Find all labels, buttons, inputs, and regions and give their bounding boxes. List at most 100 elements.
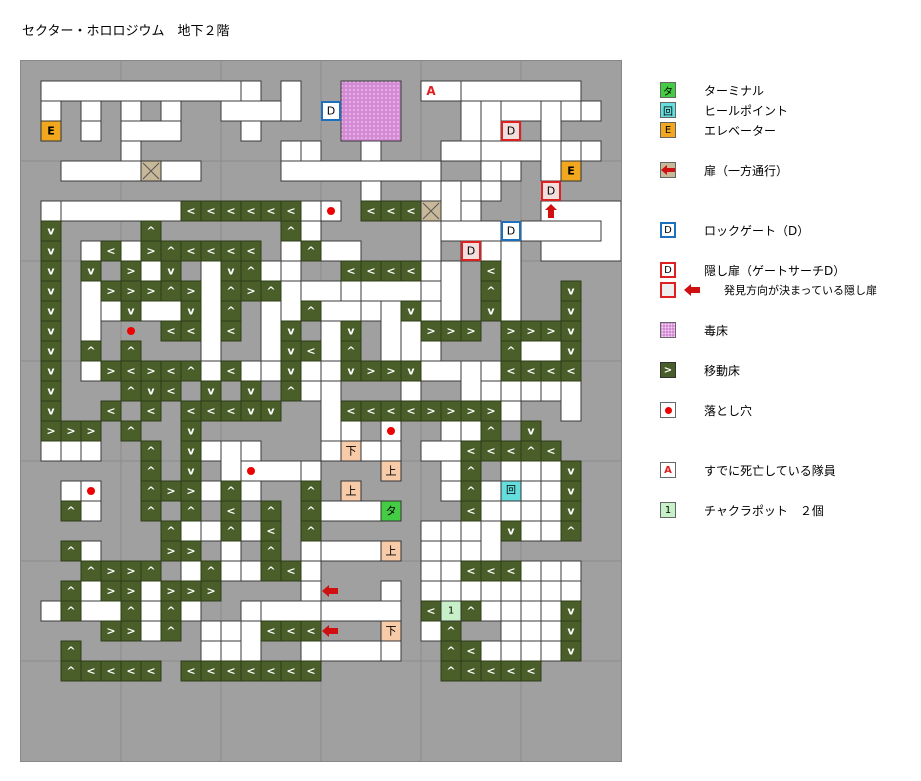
moving-floor-arrow: < (506, 565, 515, 578)
moving-floor-arrow: ^ (466, 605, 475, 618)
moving-floor-tile (200, 580, 222, 602)
chakra-pot-icon: 1 (660, 502, 676, 518)
moving-floor-arrow: ^ (166, 605, 175, 618)
moving-floor-arrow: < (106, 665, 115, 678)
moving-floor-arrow: > (126, 625, 135, 638)
moving-floor-arrow: < (126, 665, 135, 678)
floor-tile (200, 620, 222, 642)
elevator (560, 160, 582, 182)
moving-floor-arrow: v (127, 305, 135, 318)
moving-floor-arrow: v (567, 345, 575, 358)
floor-tile (540, 580, 562, 602)
moving-floor-arrow: < (266, 205, 275, 218)
pitfall-marker (247, 467, 255, 475)
moving-floor-tile (540, 440, 562, 462)
floor-tile (40, 80, 242, 102)
pitfall-marker (127, 327, 135, 335)
floor-tile (540, 600, 562, 622)
pitfall-icon (660, 402, 676, 418)
moving-floor-arrow: > (66, 425, 75, 438)
moving-floor-tile (520, 660, 542, 682)
moving-floor-arrow: < (206, 405, 215, 418)
moving-floor-tile (280, 380, 302, 402)
moving-floor-arrow: < (126, 365, 135, 378)
moving-floor-arrow: ^ (266, 285, 275, 298)
moving-floor-arrow: > (386, 365, 395, 378)
moving-floor-arrow: > (186, 585, 195, 598)
moving-floor-arrow: > (186, 545, 195, 558)
floor-tile (520, 500, 542, 522)
moving-floor-arrow: < (146, 665, 155, 678)
moving-floor-arrow: ^ (266, 505, 275, 518)
moving-floor-arrow: ^ (306, 525, 315, 538)
moving-floor-arrow: ^ (306, 485, 315, 498)
moving-floor-icon: > (660, 362, 676, 378)
moving-floor-arrow: ^ (566, 525, 575, 538)
moving-floor-arrow: v (567, 325, 575, 338)
moving-floor-arrow: ^ (86, 565, 95, 578)
floor-tile (220, 560, 242, 582)
moving-floor-arrow: < (266, 665, 275, 678)
floor-tile (80, 120, 102, 142)
moving-floor-arrow: ^ (66, 505, 75, 518)
legend-row-pitfall: 落とし穴 (660, 400, 752, 420)
moving-floor-arrow: ^ (66, 605, 75, 618)
moving-floor-arrow: ^ (466, 485, 475, 498)
lock-gate-label: D (507, 225, 515, 238)
hidden-door-label: D (467, 245, 475, 258)
moving-floor-tile (120, 620, 142, 642)
lock-gate-icon: D (660, 222, 676, 238)
moving-floor-arrow: > (486, 405, 495, 418)
moving-floor-arrow: > (106, 585, 115, 598)
floor-tile (320, 600, 402, 622)
floor-tile (40, 100, 62, 122)
moving-floor-arrow: > (506, 325, 515, 338)
pitfall-marker (87, 487, 95, 495)
floor-tile (280, 160, 442, 182)
moving-floor-arrow: < (406, 265, 415, 278)
moving-floor-arrow: ^ (226, 285, 235, 298)
moving-floor-arrow: < (346, 265, 355, 278)
moving-floor-arrow: ^ (166, 625, 175, 638)
moving-floor-arrow: < (466, 565, 475, 578)
moving-floor-arrow: < (206, 205, 215, 218)
moving-floor-tile (280, 560, 302, 582)
moving-floor-arrow: < (266, 625, 275, 638)
moving-floor-arrow: < (386, 205, 395, 218)
floor-tile (420, 620, 442, 642)
moving-floor-arrow: < (166, 385, 175, 398)
moving-floor-arrow: v (247, 385, 255, 398)
moving-floor-arrow: ^ (186, 365, 195, 378)
floor-tile (480, 640, 502, 662)
floor-tile (540, 480, 562, 502)
stairs-down-label: 下 (386, 625, 397, 638)
moving-floor-arrow: v (567, 465, 575, 478)
legend-row-poison: 毒床 (660, 320, 728, 340)
moving-floor-arrow: ^ (306, 245, 315, 258)
legend-label-lock-gate: ロックゲート（D） (704, 223, 810, 238)
legend-row-terminal: タ ターミナル (660, 80, 764, 100)
floor-tile (460, 520, 482, 542)
floor-tile (320, 540, 382, 562)
floor-tile (200, 520, 222, 542)
chakra-pot-label: 1 (448, 606, 454, 617)
poison-floor (340, 80, 402, 142)
floor-tile (500, 100, 542, 122)
elevator-label: E (567, 165, 575, 178)
moving-floor-arrow: v (47, 385, 55, 398)
floor-tile (540, 460, 562, 482)
moving-floor-tile (160, 380, 182, 402)
moving-floor-arrow: < (506, 445, 515, 458)
moving-floor-tile (300, 300, 322, 322)
floor-tile (540, 640, 562, 662)
moving-floor-arrow: < (226, 505, 235, 518)
moving-floor-arrow: ^ (286, 385, 295, 398)
moving-floor-arrow: < (286, 625, 295, 638)
moving-floor-tile (60, 540, 82, 562)
moving-floor-arrow: ^ (306, 305, 315, 318)
moving-floor-tile (80, 340, 102, 362)
moving-floor-arrow: v (187, 305, 195, 318)
moving-floor-arrow: < (366, 205, 375, 218)
moving-floor-tile (460, 500, 482, 522)
legend-label-chakra-pot: チャクラポット ２個 (704, 503, 824, 518)
